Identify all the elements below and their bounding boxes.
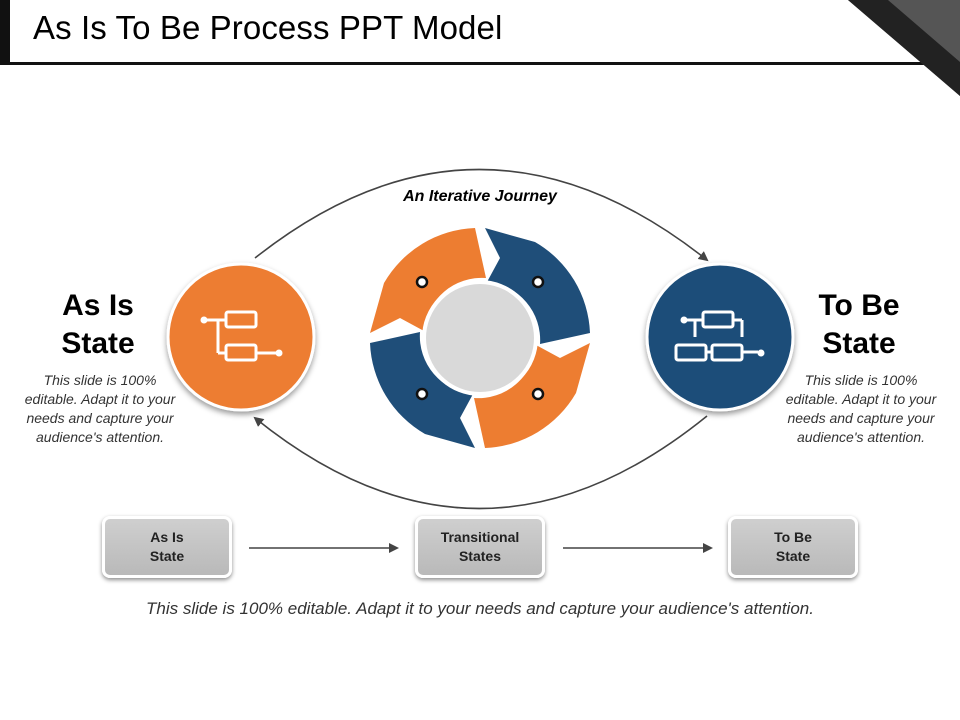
org-flow-icon	[674, 310, 765, 362]
cycle-graphic	[369, 227, 591, 449]
flowchart-icon	[200, 310, 283, 362]
title-accent	[0, 0, 10, 64]
as-is-circle	[166, 262, 316, 412]
flow-box-to-be: To Be State	[728, 516, 858, 578]
to-be-title: To Be State	[818, 289, 900, 360]
title-bar: As Is To Be Process PPT Model	[0, 0, 930, 65]
page-title: As Is To Be Process PPT Model	[33, 9, 503, 46]
corner-decoration	[848, 0, 960, 96]
flow-box-as-is: As Is State	[102, 516, 232, 578]
top-arc-arrow	[254, 168, 709, 262]
journey-label: An Iterative Journey	[403, 188, 557, 205]
cycle-dots	[415, 275, 545, 401]
as-is-description: This slide is 100% editable. Adapt it to…	[24, 372, 176, 445]
cycle-center	[422, 280, 538, 396]
bottom-arc-arrow	[253, 415, 708, 510]
as-is-title: As Is State	[61, 289, 135, 360]
flow-box-transitional: Transitional States	[415, 516, 545, 578]
to-be-circle	[645, 262, 795, 412]
footer-note: This slide is 100% editable. Adapt it to…	[146, 599, 814, 618]
to-be-description: This slide is 100% editable. Adapt it to…	[785, 372, 937, 445]
